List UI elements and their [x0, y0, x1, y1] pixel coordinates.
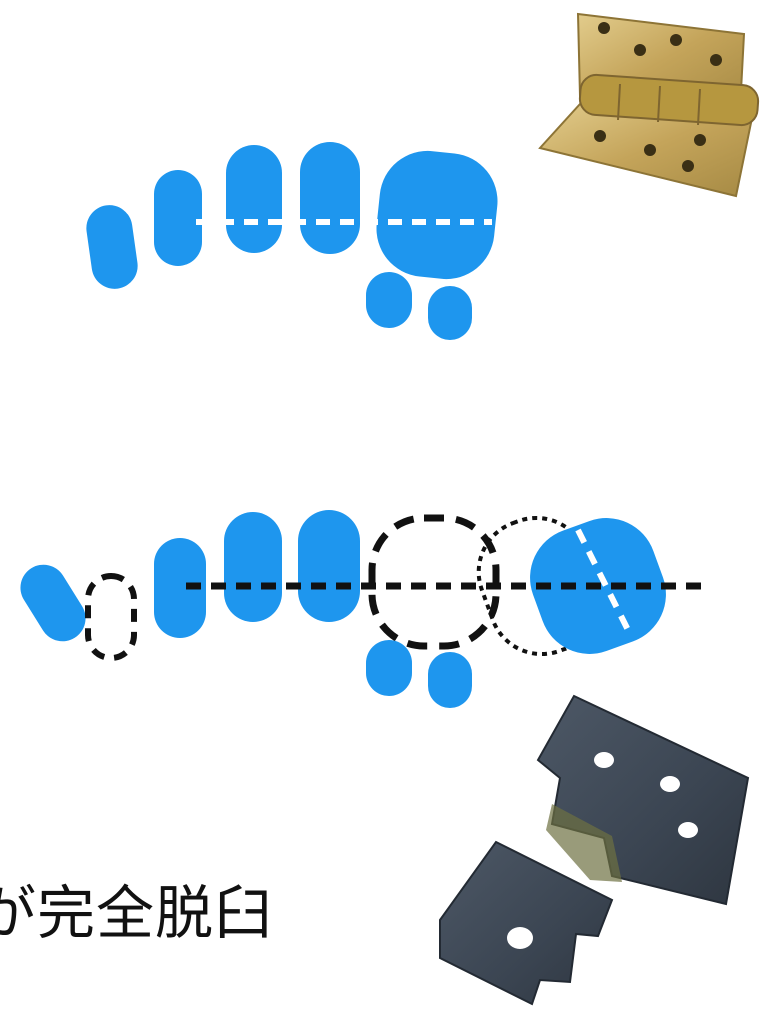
- dislocated-finger-row: [20, 510, 706, 708]
- bone-1-original-outline: [85, 573, 137, 661]
- bone-4: [298, 510, 360, 622]
- normal-finger-row: [86, 142, 498, 340]
- bone-6: [366, 272, 412, 328]
- bone-2: [154, 170, 202, 266]
- brass-hinge-photo: [538, 12, 760, 198]
- bone-6: [366, 640, 412, 696]
- broken-rusty-hinge-photo: [439, 694, 750, 1006]
- bone-5-head: [376, 150, 498, 280]
- bone-5-original-outline: [368, 514, 500, 650]
- bone-7: [428, 652, 472, 708]
- bone-3: [226, 145, 282, 253]
- bone-1-displaced: [20, 564, 86, 642]
- caption-text: が完全脱臼: [0, 879, 274, 947]
- bone-2: [154, 538, 206, 638]
- bone-1: [86, 205, 138, 289]
- bone-4: [300, 142, 360, 254]
- bone-5-dislocated-axis: [575, 528, 633, 636]
- bone-3: [224, 512, 282, 622]
- bone-7: [428, 286, 472, 340]
